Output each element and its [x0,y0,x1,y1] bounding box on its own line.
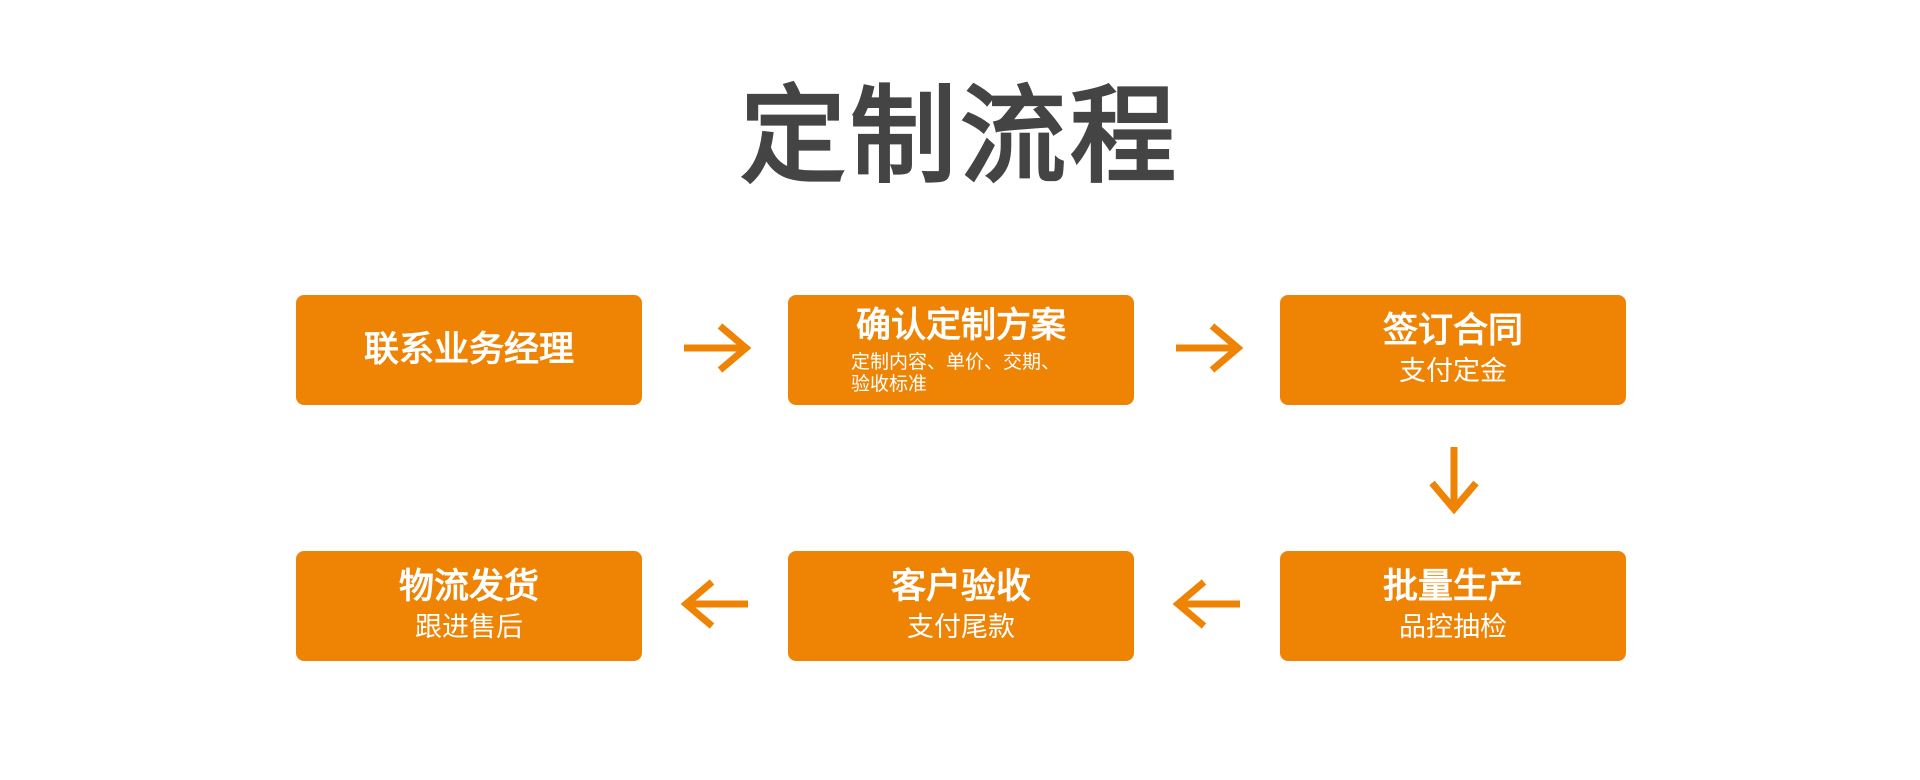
page-title: 定制流程 [740,75,1180,198]
step-title: 联系业务经理 [363,330,574,370]
arrow-right-icon [1172,320,1244,376]
step-title: 物流发货 [398,567,539,607]
step-title: 确认定制方案 [855,306,1066,346]
step-subtitle: 跟进售后 [415,612,523,643]
arrow-left-icon [1172,576,1244,632]
step-sign-contract: 签订合同 支付定金 [1280,295,1626,405]
step-subtitle: 品控抽检 [1399,612,1507,643]
step-title: 客户验收 [890,567,1031,607]
step-title: 批量生产 [1382,567,1523,607]
step-customer-acceptance: 客户验收 支付尾款 [788,551,1134,661]
step-subtitle: 支付尾款 [907,612,1015,643]
arrow-right-icon [680,320,752,376]
step-contact-manager: 联系业务经理 [296,295,642,405]
step-title: 签订合同 [1382,311,1523,351]
step-logistics: 物流发货 跟进售后 [296,551,642,661]
arrow-down-icon [1426,443,1482,515]
arrow-left-icon [680,576,752,632]
step-subtitle: 支付定金 [1399,356,1507,387]
step-confirm-plan: 确认定制方案 定制内容、单价、交期、验收标准 [788,295,1134,405]
step-subtitle: 定制内容、单价、交期、验收标准 [851,351,1061,395]
step-mass-production: 批量生产 品控抽检 [1280,551,1626,661]
